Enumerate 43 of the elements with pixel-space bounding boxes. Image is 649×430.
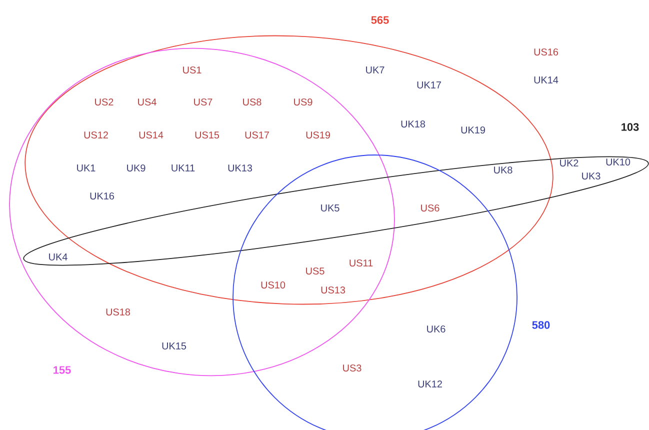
item-label: US15 (195, 131, 220, 139)
item-label: UK5 (321, 204, 340, 212)
item-label: US9 (294, 98, 312, 106)
item-label: UK10 (606, 158, 630, 166)
item-label: UK2 (560, 159, 578, 167)
item-label: UK6 (427, 325, 446, 333)
item-label: UK17 (417, 82, 441, 88)
item-label: US2 (95, 98, 114, 106)
item-label: US10 (261, 281, 286, 289)
item-label: UK9 (127, 164, 146, 172)
item-label: US11 (350, 259, 373, 267)
item-label: US18 (106, 308, 130, 316)
item-label: UK4 (49, 254, 68, 260)
item-label: US13 (321, 286, 346, 294)
item-label: UK3 (582, 172, 600, 180)
set-count: 580 (532, 321, 550, 329)
item-label: US14 (139, 131, 164, 139)
item-label: US12 (84, 131, 108, 139)
set-ellipse (9, 48, 395, 376)
item-label: UK15 (162, 342, 186, 350)
set-count: 155 (54, 366, 71, 374)
item-label: UK7 (366, 66, 384, 74)
set-count: 565 (371, 16, 389, 24)
item-label: US5 (306, 267, 324, 275)
set-count: 103 (622, 123, 639, 131)
item-label: US7 (194, 98, 212, 106)
item-label: US1 (183, 66, 202, 74)
item-label: UK11 (172, 164, 195, 172)
item-label: US4 (138, 98, 156, 106)
item-label: US3 (343, 364, 362, 372)
item-label: UK1 (77, 164, 96, 172)
item-label: US19 (306, 131, 330, 139)
item-label: UK13 (228, 164, 252, 172)
item-label: UK16 (90, 192, 114, 200)
item-label: UK14 (534, 76, 558, 84)
item-label: UK8 (494, 166, 512, 174)
item-label: US6 (421, 204, 440, 212)
item-label: UK12 (418, 380, 442, 388)
item-label: UK18 (401, 120, 426, 128)
item-label: UK19 (461, 126, 485, 134)
item-label: US17 (245, 131, 269, 139)
item-label: US16 (534, 48, 558, 56)
item-label: US8 (243, 98, 262, 106)
